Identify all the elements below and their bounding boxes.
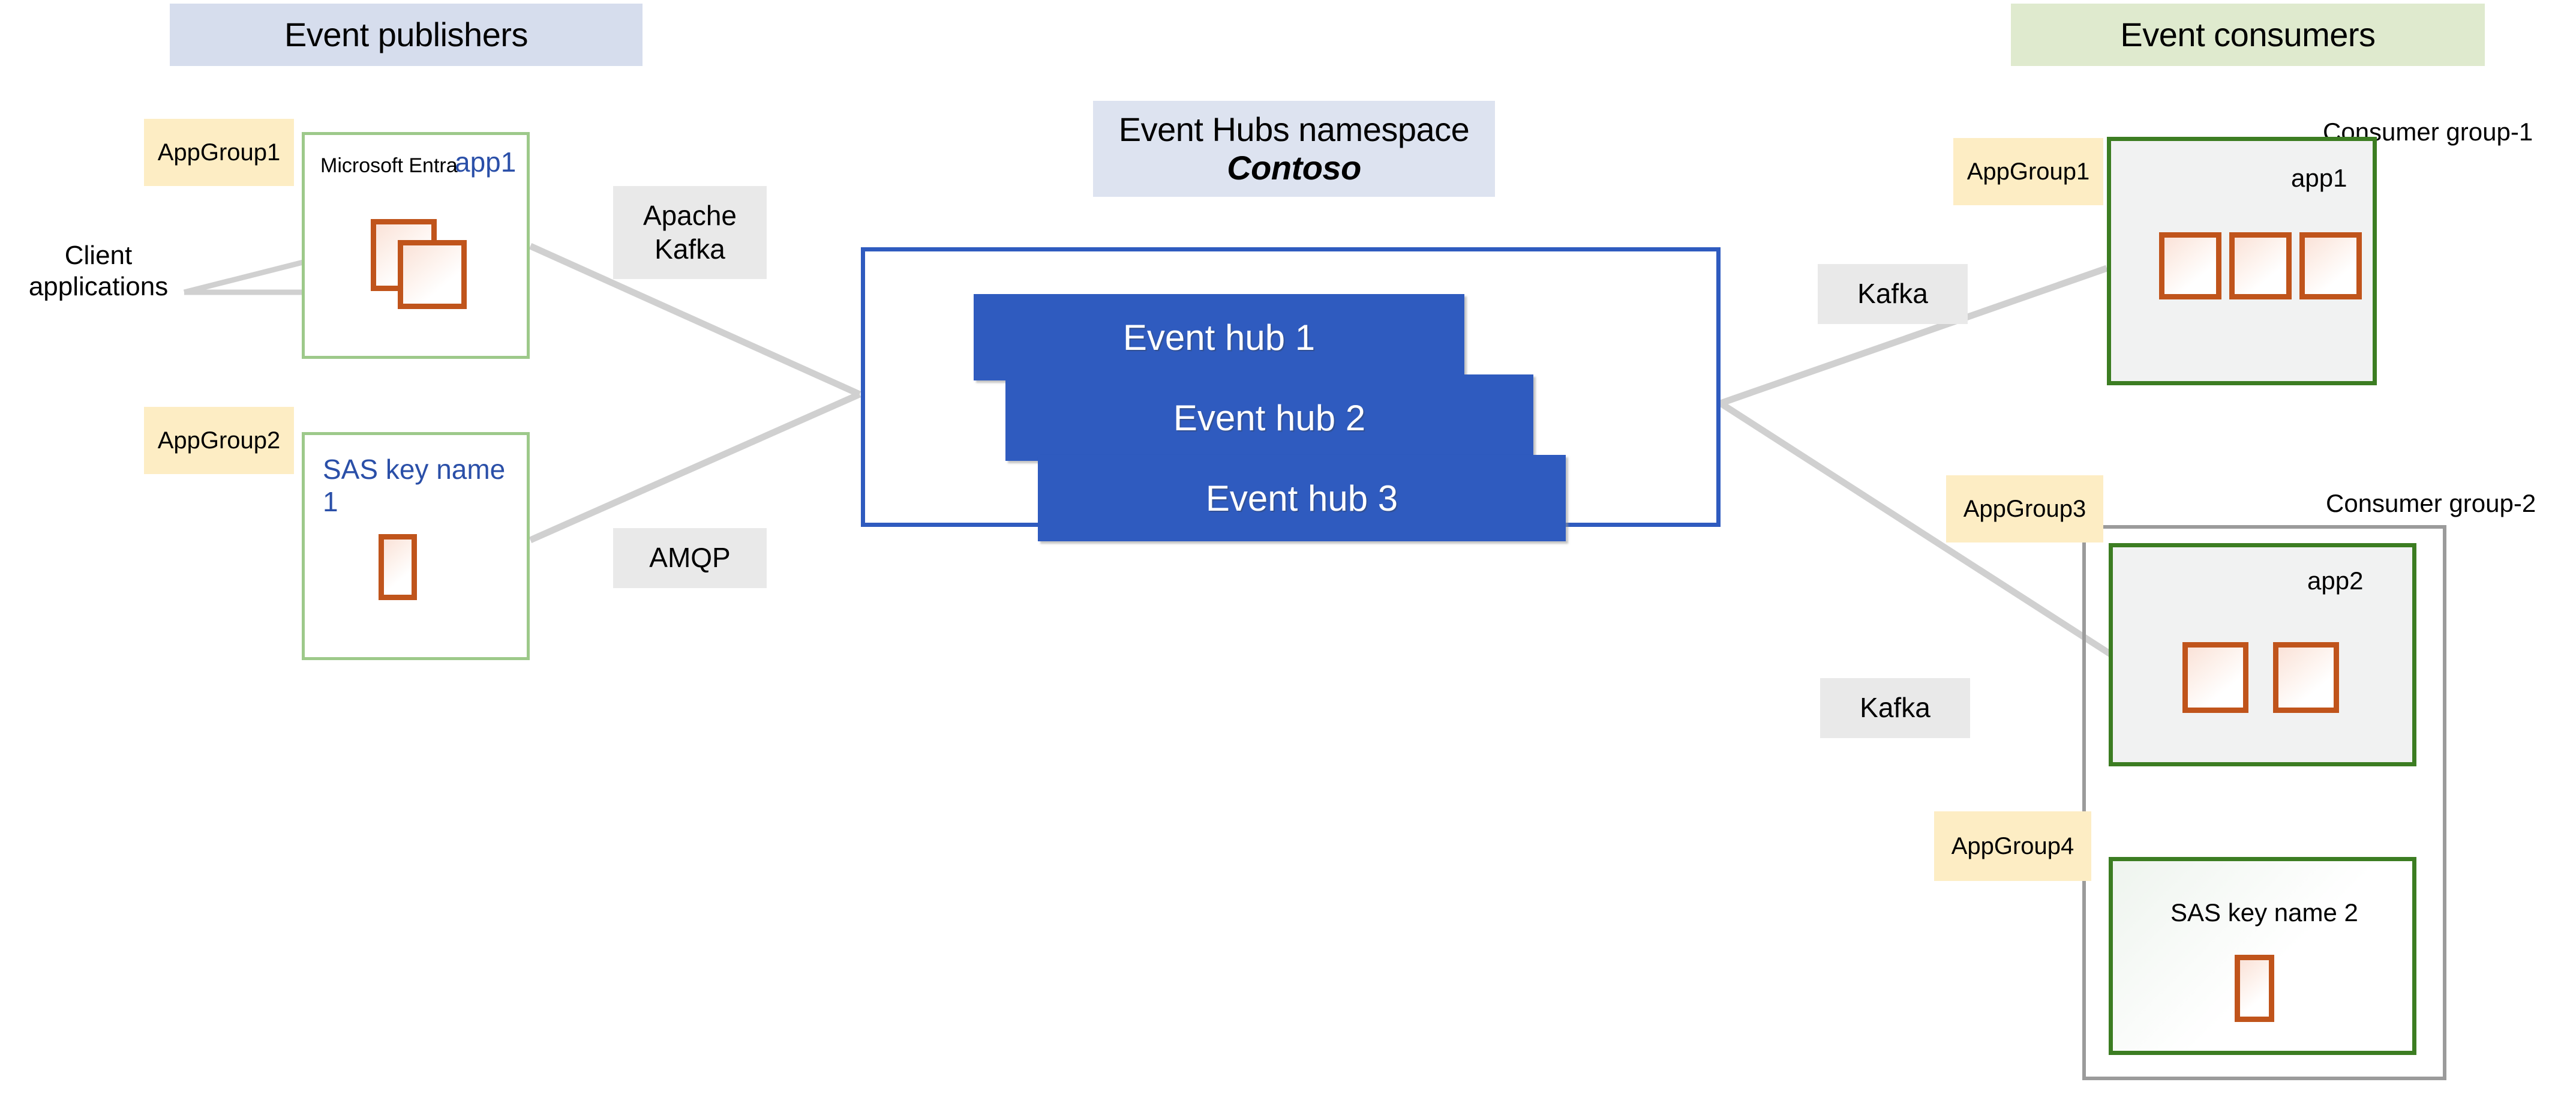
protocol-line-2: Kafka (654, 233, 725, 265)
publisher-group-box-1: Microsoft Entra app1 (302, 132, 530, 359)
app-instance-square (2235, 955, 2274, 1022)
consumer-group-2-app2-box: app2 (2109, 543, 2416, 766)
publisher-group-box-2: SAS key name 1 (302, 432, 530, 660)
publishers-banner-label: Event publishers (284, 15, 529, 53)
connector-appgroup2-to-namespace (529, 391, 861, 544)
protocol-tag-kafka-consumer-2: Kafka (1820, 678, 1970, 738)
app-instance-square (2159, 232, 2221, 299)
app-instance-square (379, 534, 417, 600)
appgroup-tag-publisher-2: AppGroup2 (144, 407, 294, 474)
app-instance-square (2299, 232, 2362, 299)
protocol-tag-kafka-consumer-1: Kafka (1818, 264, 1968, 324)
app-instance-square (2182, 642, 2248, 713)
namespace-title-label: Event Hubs namespace (1118, 110, 1470, 148)
namespace-banner: Event Hubs namespace Contoso (1093, 101, 1495, 197)
event-hub-label: Event hub 3 (1205, 478, 1398, 518)
consumer-group-1-box: app1 (2107, 137, 2377, 385)
appgroup-tag-publisher-1: AppGroup1 (144, 119, 294, 186)
event-hub-bar-2[interactable]: Event hub 2 (1005, 374, 1533, 461)
consumers-banner-label: Event consumers (2120, 15, 2376, 53)
event-hub-bar-3[interactable]: Event hub 3 (1038, 455, 1566, 541)
protocol-tag-amqp: AMQP (613, 528, 767, 588)
consumer-app1-identity-label: app1 (2291, 164, 2347, 192)
consumers-banner: Event consumers (2011, 4, 2485, 66)
appgroup-tag-consumer-4: AppGroup4 (1934, 811, 2091, 881)
app-instance-square (2229, 232, 2292, 299)
sas-key-name-2-label: SAS key name 2 (2170, 898, 2358, 927)
app-instance-square (398, 240, 467, 309)
publishers-banner: Event publishers (170, 4, 643, 66)
appgroup-tag-consumer-3: AppGroup3 (1946, 475, 2103, 542)
entra-identity-prefix-label: Microsoft Entra (320, 154, 458, 177)
event-hub-label: Event hub 2 (1173, 397, 1366, 438)
consumer-group-2-title: Consumer group-2 (2326, 489, 2536, 517)
event-hub-label: Event hub 1 (1122, 317, 1316, 358)
protocol-tag-apache-kafka: Apache Kafka (613, 186, 767, 279)
namespace-name-label: Contoso (1227, 149, 1361, 187)
app-instance-square (2273, 642, 2339, 713)
consumer-group-2-sas-box: SAS key name 2 (2109, 857, 2416, 1055)
appgroup-tag-consumer-1: AppGroup1 (1953, 138, 2103, 205)
consumer-group-2-box (2082, 525, 2446, 1080)
consumer-app2-identity-label: app2 (2307, 567, 2364, 595)
protocol-line-1: Apache (643, 200, 737, 232)
entra-identity-name-label: app1 (455, 146, 517, 178)
client-applications-label: Client applications (28, 241, 169, 301)
sas-key-name-1-label: SAS key name 1 (323, 454, 506, 517)
event-hub-bar-1[interactable]: Event hub 1 (974, 294, 1464, 380)
